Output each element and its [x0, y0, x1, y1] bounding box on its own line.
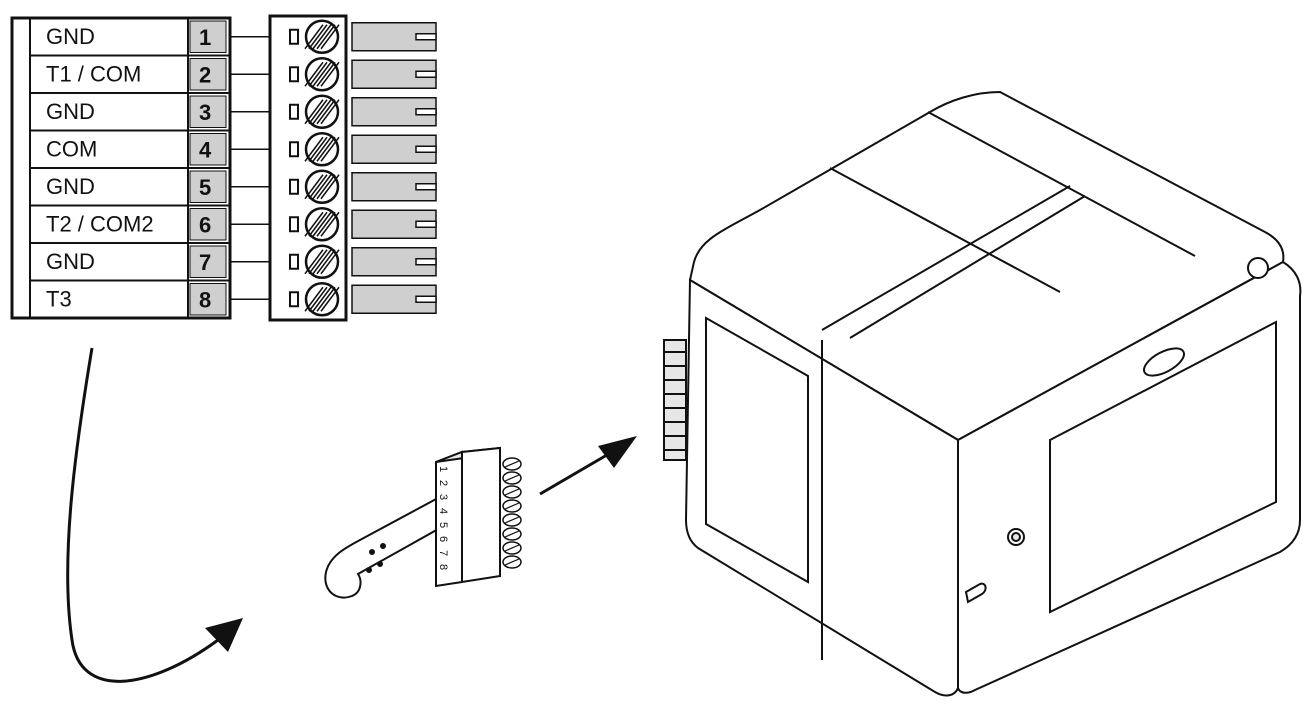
plug-pin-number: 6 — [437, 536, 449, 542]
plug-body-side — [461, 446, 501, 584]
terminal-number: 8 — [199, 288, 211, 313]
housing-left-panel — [705, 316, 809, 584]
terminal-number: 5 — [199, 175, 211, 200]
terminal-screw-row — [289, 94, 437, 129]
housing-front-panel — [1049, 320, 1277, 614]
terminal-number: 4 — [199, 138, 212, 163]
terminal-number-cell — [189, 170, 227, 203]
front-slot — [964, 582, 987, 604]
terminal-label: T1 / COM — [46, 62, 141, 87]
plug-pin-number: 8 — [437, 564, 449, 570]
terminal-number: 3 — [199, 100, 211, 125]
terminal-screw-row — [289, 207, 437, 242]
plug-connector: 1 2 3 4 5 6 7 8 — [324, 446, 522, 599]
wire-slot — [289, 178, 299, 195]
terminal-number-cell — [189, 245, 227, 278]
plug-pin-number: 3 — [437, 494, 449, 500]
terminal-label: T2 / COM2 — [46, 212, 154, 237]
device-housing — [663, 90, 1302, 697]
housing-top — [688, 90, 1285, 442]
terminal-number-cell — [189, 20, 227, 53]
terminal-row: COM 4 — [30, 129, 230, 168]
terminal-number-cell — [189, 58, 227, 91]
plug-pin-number: 5 — [437, 522, 449, 528]
terminal-row: T1 / COM 2 — [30, 54, 230, 93]
terminal-label: GND — [46, 24, 95, 49]
terminal-screw-row — [289, 282, 437, 317]
terminal-wires — [230, 36, 270, 300]
terminal-row: GND 3 — [30, 92, 230, 131]
terminal-label: GND — [46, 99, 95, 124]
terminal-row: T2 / COM2 6 — [30, 204, 230, 243]
terminal-row: GND 5 — [30, 167, 230, 206]
plug-pin-number: 2 — [437, 480, 449, 486]
terminal-screw-row — [289, 169, 437, 204]
terminal-block-body — [268, 14, 348, 322]
plug-pin-number: 1 — [437, 466, 449, 472]
terminal-number: 6 — [199, 213, 211, 238]
straight-arrow-head — [598, 436, 637, 468]
terminal-screw-row — [289, 19, 437, 54]
terminal-screw-row — [289, 57, 437, 92]
terminal-number-cell — [189, 133, 227, 166]
wire-slot — [289, 66, 299, 83]
terminal-number-cell — [189, 283, 227, 316]
terminal-label: GND — [46, 249, 95, 274]
straight-arrow — [539, 436, 637, 496]
terminal-screw-row — [289, 132, 437, 167]
lid-release-button — [1143, 347, 1185, 377]
plug-pin-number: 4 — [437, 508, 449, 514]
terminal-label: GND — [46, 174, 95, 199]
wire-slot — [289, 216, 299, 233]
terminal-tab — [351, 209, 437, 239]
terminal-row: GND 1 — [46, 18, 227, 56]
terminal-number: 2 — [199, 63, 211, 88]
corner-screw — [1247, 257, 1269, 279]
wire-slot — [289, 253, 299, 270]
wire-slot — [289, 103, 299, 120]
screw-terminal-block — [268, 14, 437, 322]
terminal-row: T3 8 — [30, 279, 230, 318]
wire-slot — [289, 141, 299, 158]
plug-screws — [502, 457, 522, 569]
plug-pin-number: 7 — [437, 550, 449, 556]
terminal-number: 1 — [199, 25, 211, 50]
terminal-number: 7 — [199, 250, 211, 275]
curved-arrow-head — [205, 618, 243, 652]
terminal-block-rows — [289, 19, 437, 317]
terminal-number-cell — [189, 208, 227, 241]
terminal-number-cell — [189, 95, 227, 128]
curved-arrow — [66, 347, 243, 683]
terminal-label: COM — [46, 137, 97, 162]
wire-slot — [289, 28, 299, 45]
terminal-label: T3 — [46, 287, 72, 312]
housing-connector-ribs — [663, 339, 687, 461]
plug-pin-numbers: 1 2 3 4 5 6 7 8 — [437, 466, 449, 570]
terminal-screw-row — [289, 244, 437, 279]
wire-slot — [289, 291, 299, 308]
terminal-row: GND 7 — [30, 242, 230, 281]
